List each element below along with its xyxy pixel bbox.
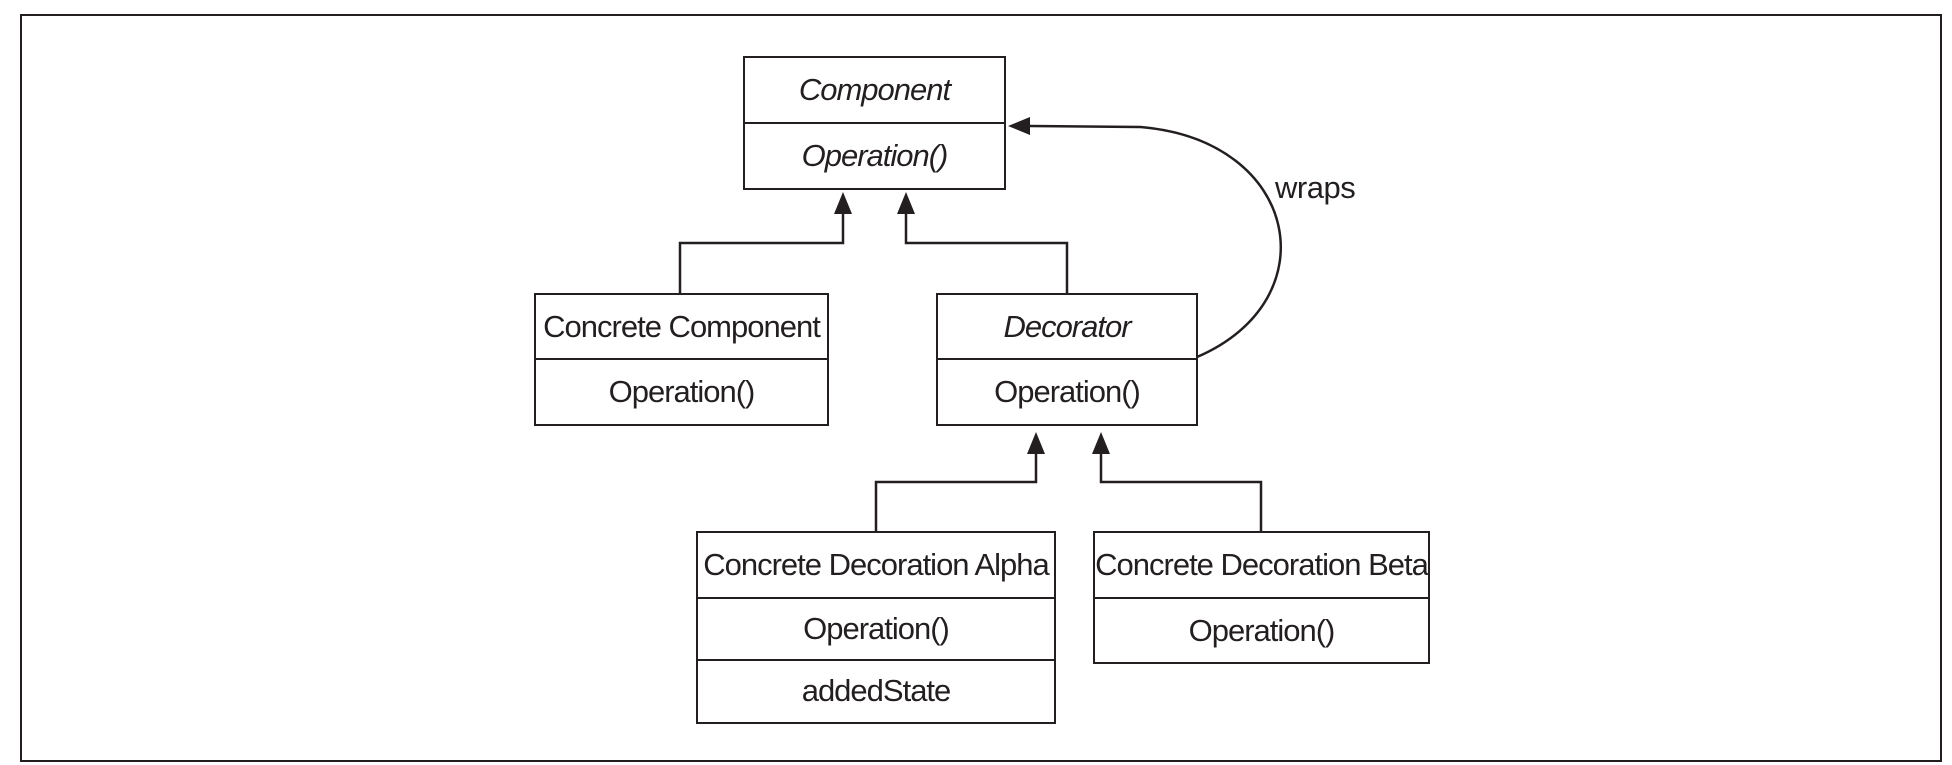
class-beta-operation: Operation() bbox=[1095, 597, 1428, 662]
class-decorator-operation: Operation() bbox=[938, 358, 1196, 424]
wraps-association-curve bbox=[1029, 124, 1282, 359]
class-component-operation: Operation() bbox=[745, 122, 1004, 188]
arrowhead-decorator bbox=[897, 192, 915, 214]
class-alpha-field: addedState bbox=[698, 659, 1054, 720]
class-concrete-component-name: Concrete Component bbox=[543, 308, 821, 344]
arrowhead-concrete-component bbox=[834, 192, 852, 214]
class-alpha-operation: Operation() bbox=[698, 597, 1054, 659]
class-concrete-decoration-beta: Concrete Decoration Beta Operation() bbox=[1093, 531, 1430, 664]
class-beta-name: Concrete Decoration Beta bbox=[1095, 547, 1429, 582]
class-concrete-component: Concrete Component Operation() bbox=[534, 293, 829, 426]
class-concrete-component-operation: Operation() bbox=[536, 358, 827, 424]
diagram-frame bbox=[20, 14, 1942, 762]
class-alpha-name: Concrete Decoration Alpha bbox=[703, 547, 1050, 582]
inheritance-arrow-alpha bbox=[874, 446, 1038, 532]
inheritance-arrow-concrete-component bbox=[678, 206, 845, 294]
inheritance-arrow-decorator bbox=[904, 206, 1069, 294]
class-component-name: Component bbox=[798, 72, 951, 107]
wraps-arrowhead bbox=[1008, 117, 1030, 135]
arrowhead-alpha bbox=[1027, 432, 1045, 454]
arrowhead-beta bbox=[1092, 432, 1110, 454]
class-decorator: Decorator Operation() bbox=[936, 293, 1198, 426]
inheritance-arrow-beta bbox=[1099, 446, 1263, 532]
class-decorator-name: Decorator bbox=[1003, 308, 1131, 344]
class-component: Component Operation() bbox=[743, 56, 1006, 190]
class-concrete-decoration-alpha: Concrete Decoration Alpha Operation() ad… bbox=[696, 531, 1056, 724]
wraps-label: wraps bbox=[1275, 170, 1356, 205]
